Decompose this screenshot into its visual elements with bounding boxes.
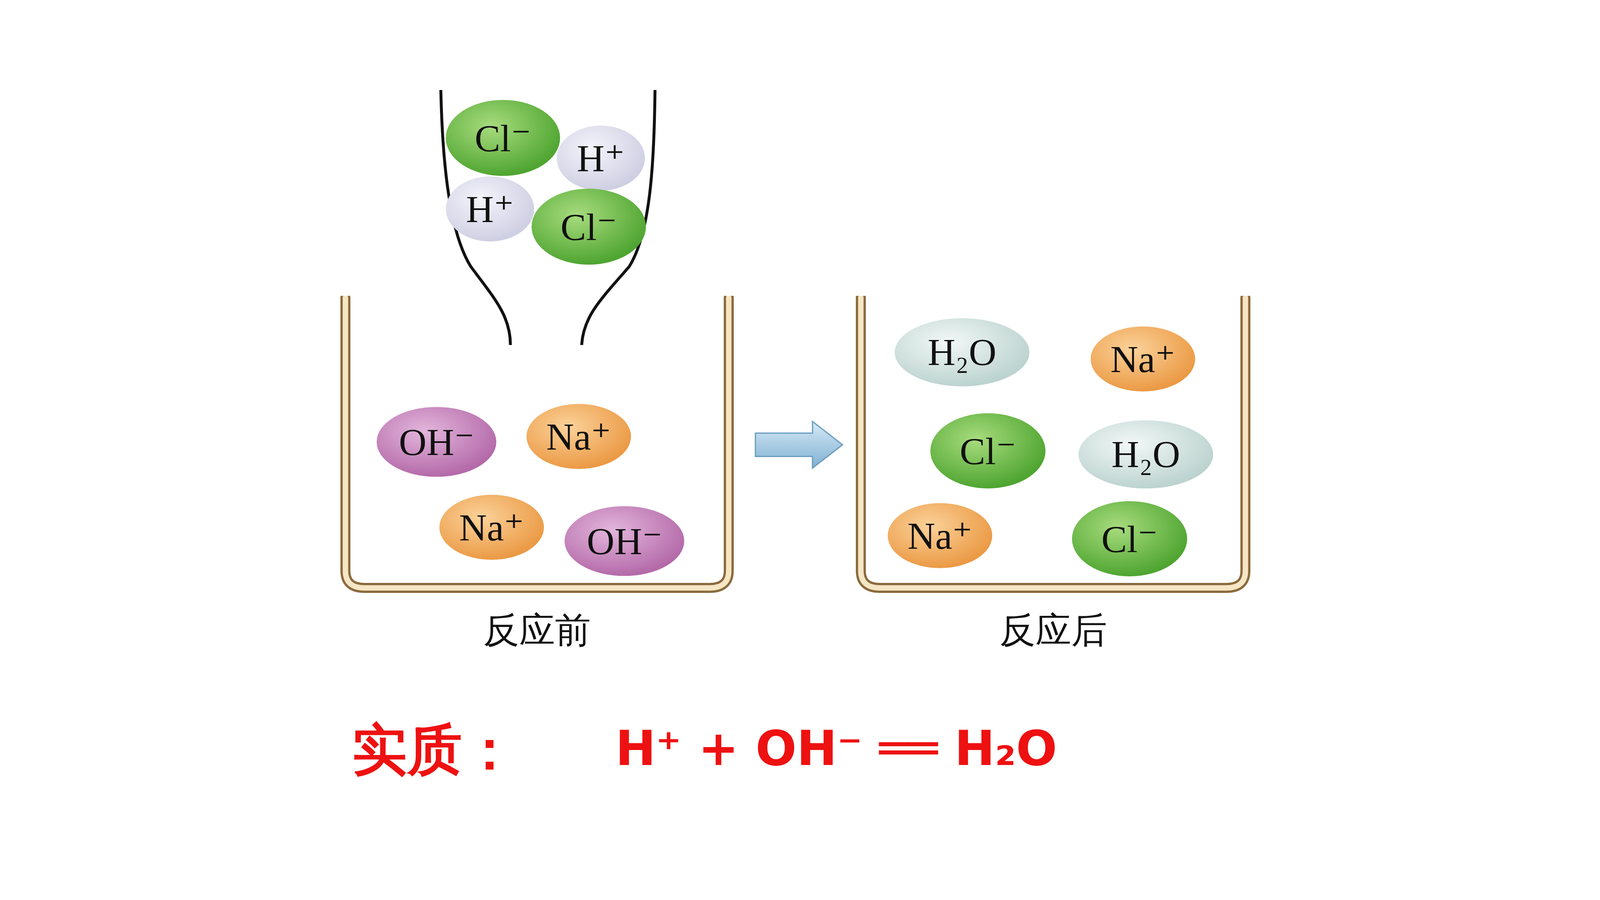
ion-particle: H₂O — [1077, 419, 1215, 490]
ion-formula: Na⁺ — [886, 502, 994, 569]
arrow-shape — [755, 421, 843, 469]
ion-particle: Cl⁻ — [1070, 500, 1189, 578]
ion-particle: Cl⁻ — [929, 412, 1047, 490]
ion-particle: OH⁻ — [375, 406, 498, 478]
ion-particle: Na⁺ — [1089, 325, 1197, 393]
beaker-wall-fill — [860, 297, 1246, 588]
beaker-wall-fill — [345, 297, 729, 588]
ion-formula: H⁺ — [445, 175, 535, 243]
beaker: 反应前OH⁻Na⁺Na⁺OH⁻ — [339, 295, 735, 594]
beaker-caption: 反应前 — [339, 606, 735, 655]
ion-formula: Na⁺ — [438, 494, 545, 561]
ion-formula: OH⁻ — [375, 406, 498, 478]
beaker-caption: 反应后 — [855, 606, 1252, 655]
ion-particle: OH⁻ — [563, 505, 686, 577]
ion-formula: Cl⁻ — [1070, 500, 1189, 578]
ion-formula: Cl⁻ — [530, 187, 648, 266]
ion-formula: Cl⁻ — [929, 412, 1047, 490]
ion-formula: Na⁺ — [525, 403, 633, 470]
ion-formula: H₂O — [1077, 419, 1215, 490]
ion-formula: Na⁺ — [1089, 325, 1197, 393]
ion-particle: Na⁺ — [525, 403, 633, 470]
ion-formula: OH⁻ — [563, 505, 686, 577]
ion-formula: Cl⁻ — [444, 99, 562, 177]
ion-particle: H⁺ — [555, 125, 646, 192]
ion-particle: Na⁺ — [886, 502, 994, 569]
block-arrow — [755, 421, 843, 469]
ion-particle: H₂O — [893, 317, 1031, 388]
essence-label: 实质： — [352, 713, 518, 788]
beaker-wall — [860, 297, 1246, 588]
ionic-equation: H⁺ + OH⁻ ══ H₂O — [615, 720, 1058, 777]
ion-formula: H₂O — [893, 317, 1031, 388]
beaker: 反应后H₂ONa⁺Cl⁻H₂ONa⁺Cl⁻ — [855, 295, 1252, 594]
ion-particle: Cl⁻ — [444, 99, 562, 177]
ion-particle: Na⁺ — [438, 494, 545, 561]
ion-particle: H⁺ — [445, 175, 535, 243]
ion-particle: Cl⁻ — [530, 187, 648, 266]
ion-formula: H⁺ — [555, 125, 646, 192]
beaker-wall — [345, 297, 729, 588]
